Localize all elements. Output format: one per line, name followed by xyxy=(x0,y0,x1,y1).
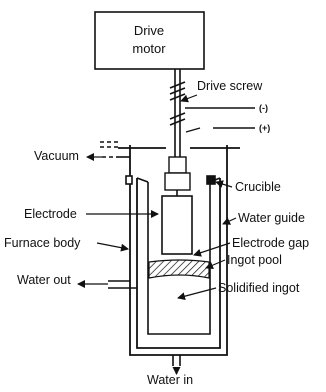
ingot-pool-label: Ingot pool xyxy=(227,253,282,267)
drive-motor-box: Drive motor xyxy=(94,11,205,70)
solidified-ingot-label: Solidified ingot xyxy=(218,281,300,295)
furnace-body-label: Furnace body xyxy=(4,236,81,250)
drive-screw xyxy=(169,69,186,162)
electrode-gap-label: Electrode gap xyxy=(232,236,309,250)
electrical-leads xyxy=(185,107,255,133)
negative-terminal-label: (-) xyxy=(259,103,268,113)
positive-terminal-label: (+) xyxy=(259,123,270,133)
furnace-body xyxy=(100,141,240,356)
water-in-label: Water in xyxy=(147,373,193,387)
water-out-pipe xyxy=(108,280,137,289)
ingot-pool xyxy=(148,259,210,279)
water-in-pipe xyxy=(172,355,181,375)
drive-motor-label-line1: Drive xyxy=(134,23,164,38)
electrode-label: Electrode xyxy=(24,207,77,221)
drive-motor-label-line2: motor xyxy=(132,41,166,56)
crucible-label: Crucible xyxy=(235,180,281,194)
shaft-seal xyxy=(164,156,191,191)
vacuum-label: Vacuum xyxy=(34,149,79,163)
crucible xyxy=(125,175,221,335)
electrode xyxy=(161,195,193,255)
water-out-label: Water out xyxy=(17,273,71,287)
leader-lines xyxy=(77,94,237,301)
water-guide-label: Water guide xyxy=(238,211,305,225)
drive-screw-label: Drive screw xyxy=(197,79,263,93)
